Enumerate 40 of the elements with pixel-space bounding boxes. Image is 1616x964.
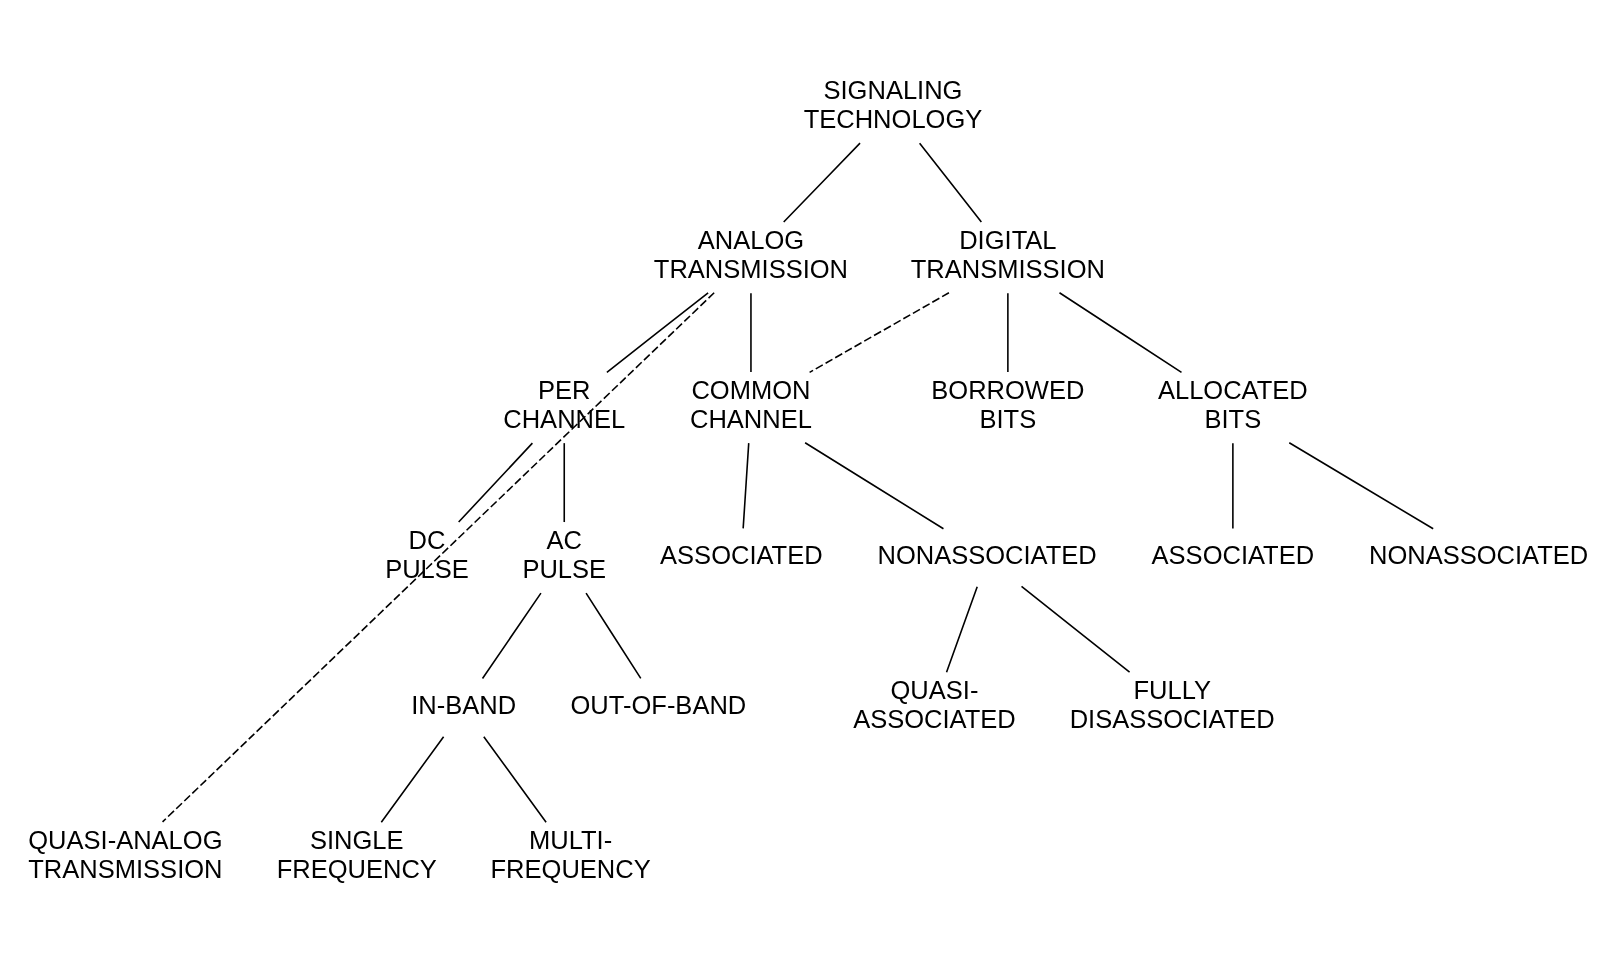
node-text: ALLOCATED BITS [1157,375,1308,433]
node-text: FULLY DISASSOCIATED [1069,675,1275,733]
node-text: ANALOG TRANSMISSION [653,225,849,283]
node-text: DIGITAL TRANSMISSION [910,225,1105,283]
node-text: SINGLE FREQUENCY [276,825,437,883]
node-text: PER CHANNEL [503,375,626,433]
node-text: QUASI- ASSOCIATED [853,675,1016,733]
node-text: AC PULSE [522,525,607,583]
connector [808,291,950,373]
node-text: ASSOCIATED [660,540,823,569]
connector [750,291,752,373]
connector [457,441,534,523]
connector [585,591,642,679]
connector [804,441,945,530]
connector [1058,291,1183,373]
connector [742,441,750,529]
node-text: MULTI- FREQUENCY [490,825,651,883]
connector [606,291,709,373]
node-text: SIGNALING TECHNOLOGY [803,75,983,133]
connector [563,441,566,523]
connector [161,291,715,823]
node-text: NONASSOCIATED [1368,540,1589,569]
connector [380,735,445,823]
connector [945,585,978,673]
node-text: OUT-OF-BAND [570,690,747,719]
node-text: ASSOCIATED [1151,540,1315,569]
node-text: QUASI-ANALOG TRANSMISSION [28,825,223,883]
node-text: NONASSOCIATED [877,540,1097,569]
node-text: DC PULSE [385,525,469,583]
connector [1288,441,1434,530]
connector [481,591,542,679]
connector [1007,291,1009,373]
node-text: IN-BAND [411,690,517,719]
connector [782,141,861,223]
connector [483,735,547,823]
node-text: COMMON CHANNEL [689,375,812,433]
node-text: BORROWED BITS [931,375,1085,433]
connector [1232,441,1234,529]
connector [1020,585,1131,673]
connector [918,141,983,223]
